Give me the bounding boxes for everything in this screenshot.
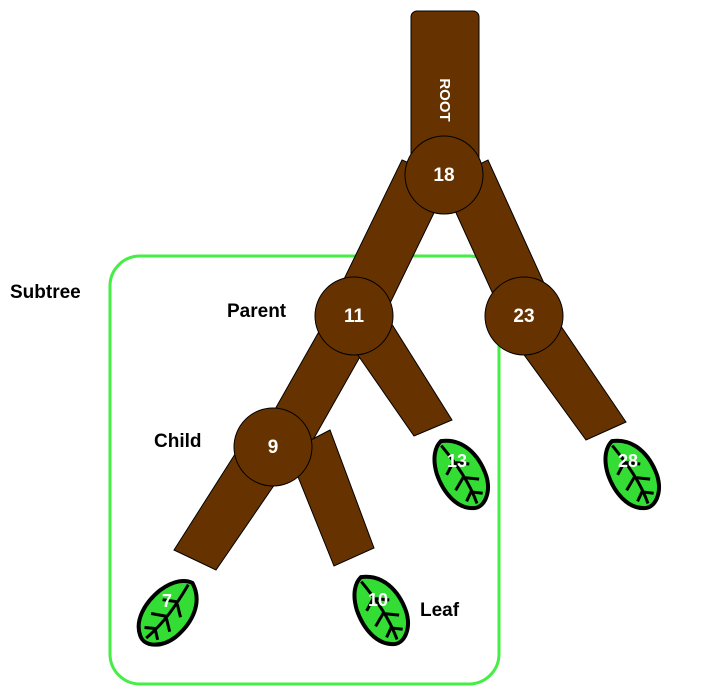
node-18: 18 (404, 135, 484, 215)
leaf-10-value: 10 (368, 590, 388, 610)
subtree-label: Subtree (10, 282, 81, 303)
branches (173, 159, 627, 571)
leaf-7: 7 (125, 567, 213, 658)
child-label: Child (154, 431, 202, 452)
branch-9-10 (287, 429, 375, 567)
subtree-highlight-box (108, 254, 501, 686)
root-label: ROOT (436, 78, 453, 121)
node-11-value: 11 (344, 306, 365, 327)
node-9-value: 9 (268, 437, 279, 458)
leaf-7-value: 7 (162, 591, 172, 611)
node-23: 23 (484, 276, 564, 356)
parent-label: Parent (227, 301, 287, 322)
leaf-13: 13 (420, 427, 501, 520)
leaf-10: 10 (340, 563, 421, 656)
node-9: 9 (233, 407, 313, 487)
leaf-icon (125, 567, 213, 658)
leaf-icon (420, 427, 501, 520)
leaf-icon (591, 427, 672, 520)
node-23-value: 23 (513, 306, 534, 327)
node-18-value: 18 (433, 165, 454, 186)
leaf-28-value: 28 (618, 451, 638, 471)
leaf-13-value: 13 (447, 451, 467, 471)
leaf-label: Leaf (420, 600, 460, 621)
leaf-28: 28 (591, 427, 672, 520)
node-11: 11 (314, 276, 394, 356)
